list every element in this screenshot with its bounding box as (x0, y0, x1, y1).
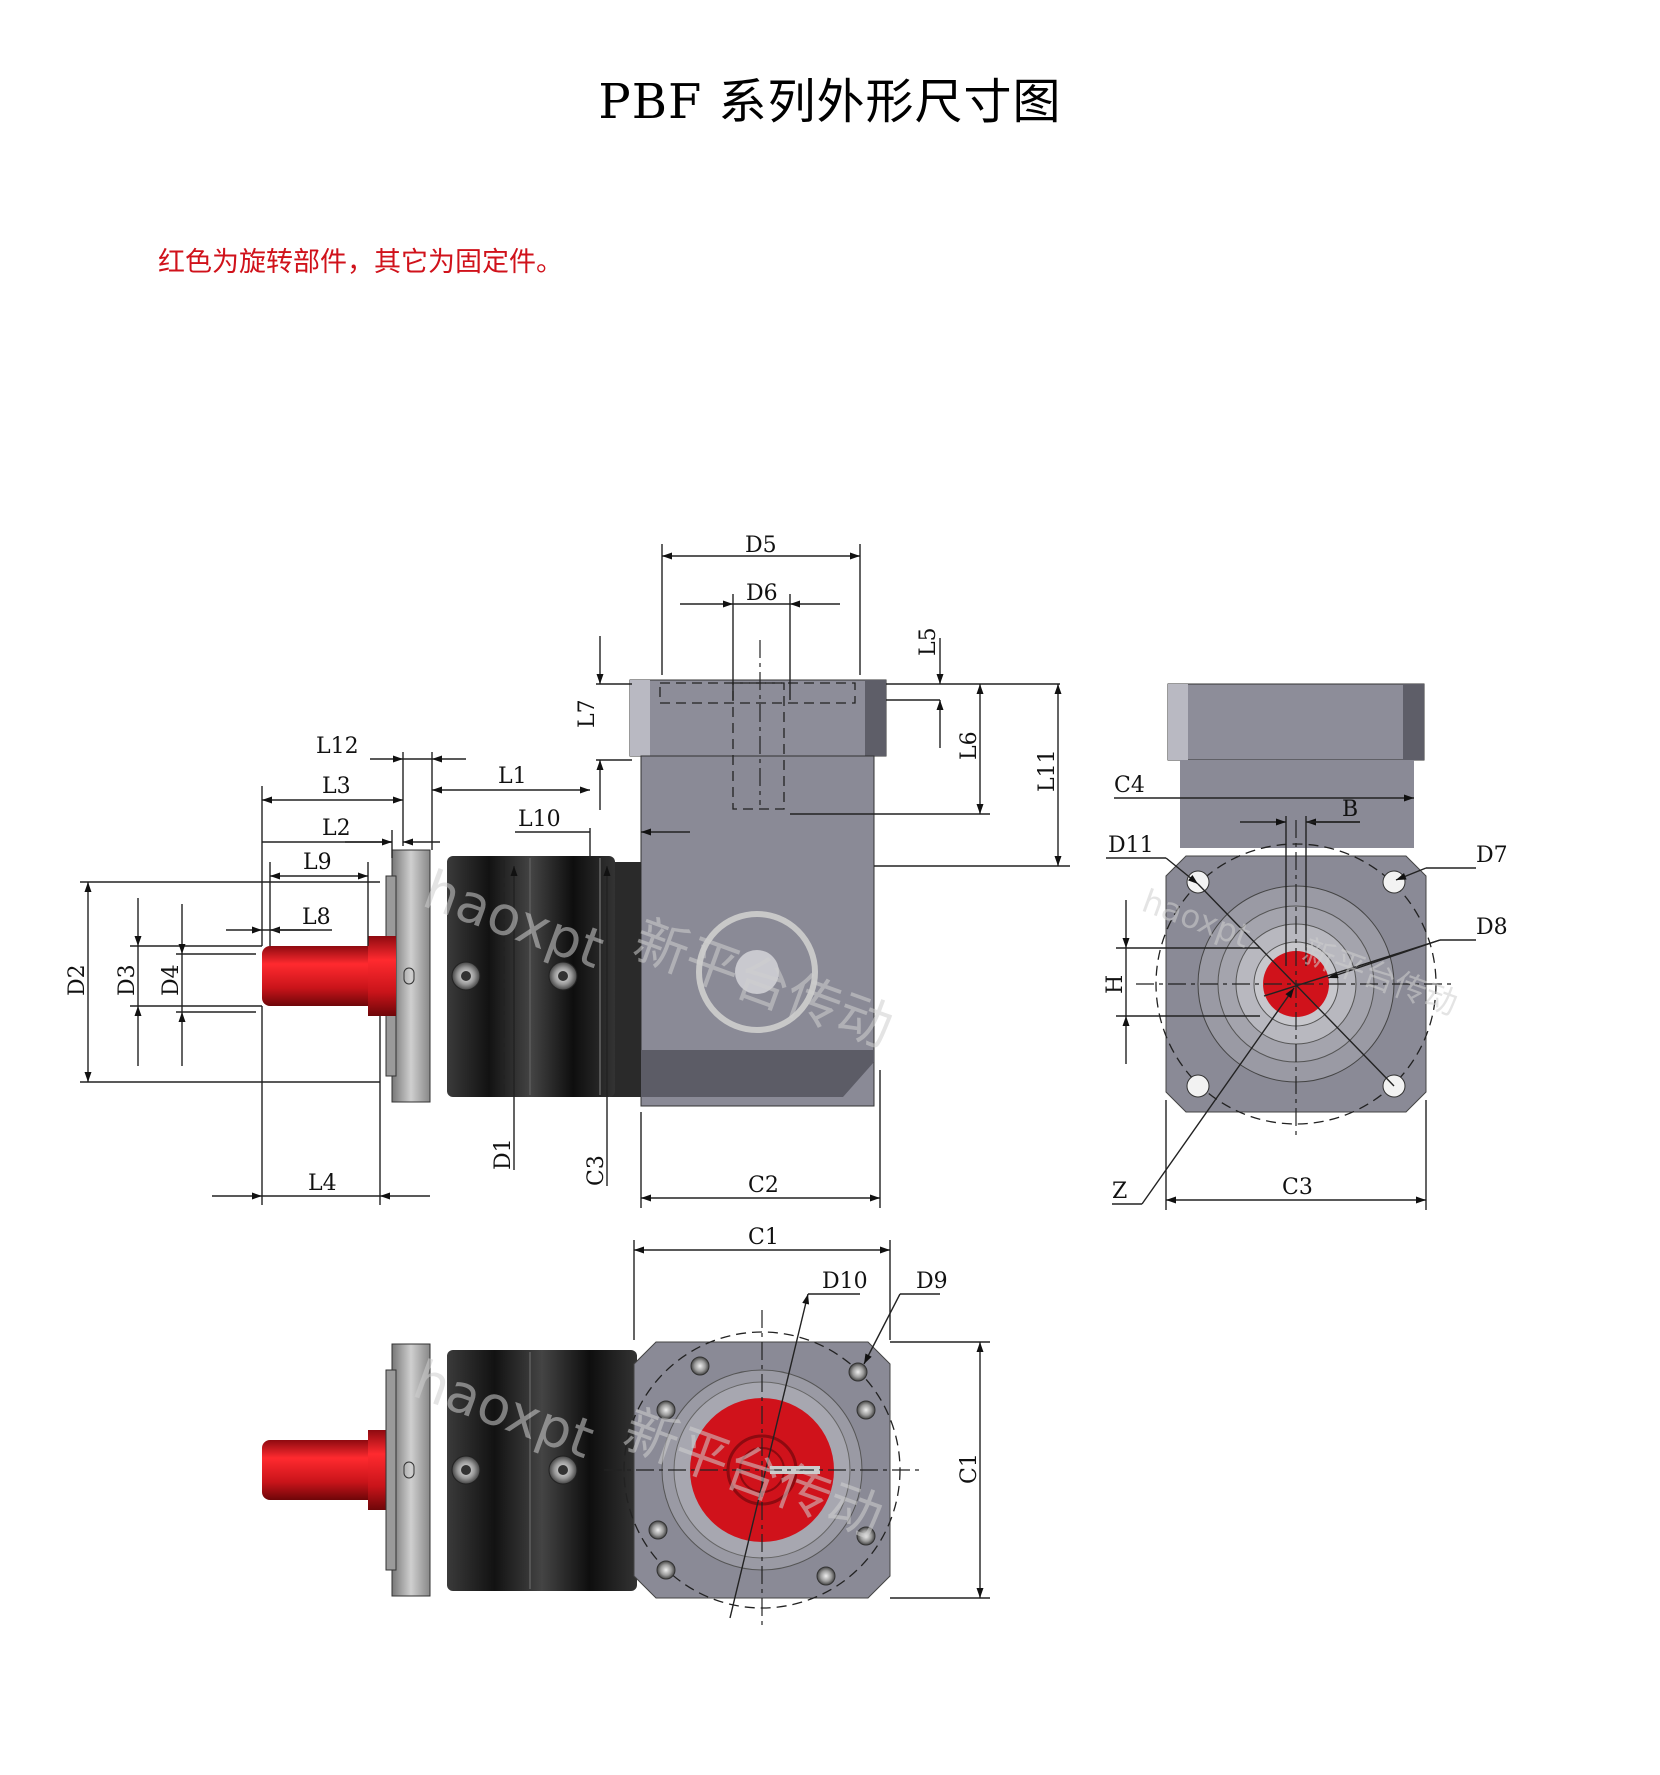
dim-label-c2: C2 (748, 1173, 779, 1198)
dim-label-l1: L1 (498, 764, 527, 789)
input-plate (391, 849, 431, 1103)
dim-label-d9: D9 (916, 1269, 948, 1294)
dim-label-c3-side: C3 (584, 1155, 609, 1186)
dim-label-d5: D5 (745, 533, 777, 558)
bottom-view: C1 D10 D9 C1 (262, 1225, 990, 1630)
dim-label-d6: D6 (746, 581, 778, 606)
top-flange (629, 679, 887, 757)
dim-label-l6: L6 (957, 731, 982, 760)
dim-label-d11: D11 (1108, 833, 1154, 858)
page-title: PBF 系列外形尺寸图 (598, 74, 1062, 130)
end-view: C4 B D11 D7 D8 H Z C3 (1103, 683, 1508, 1210)
dim-label-l11: L11 (1035, 749, 1060, 792)
dim-label-l10: L10 (518, 807, 561, 832)
dim-label-l3: L3 (322, 774, 351, 799)
dim-label-l7: L7 (575, 699, 600, 728)
dim-label-c1-top: C1 (748, 1225, 779, 1250)
dim-label-l8: L8 (302, 905, 331, 930)
dim-label-d8: D8 (1476, 915, 1508, 940)
dim-label-c1-right: C1 (957, 1453, 982, 1484)
dim-label-l4: L4 (308, 1171, 337, 1196)
dim-label-d7: D7 (1476, 843, 1508, 868)
dim-label-c3-end: C3 (1282, 1175, 1313, 1200)
dim-label-l2: L2 (322, 816, 351, 841)
dim-label-z: Z (1112, 1179, 1127, 1204)
dim-label-d4: D4 (159, 964, 184, 996)
dim-label-d10: D10 (822, 1269, 868, 1294)
dim-label-d1: D1 (491, 1138, 516, 1170)
dim-label-d3: D3 (115, 964, 140, 996)
dim-label-b: B (1342, 797, 1358, 822)
dim-label-l5: L5 (916, 627, 941, 656)
dim-label-d2: D2 (65, 964, 90, 996)
color-legend-note: 红色为旋转部件，其它为固定件。 (158, 247, 563, 278)
dim-label-l12: L12 (316, 734, 359, 759)
dim-label-l9: L9 (303, 850, 332, 875)
output-shaft (262, 946, 390, 1006)
dim-label-h: H (1103, 975, 1128, 994)
dim-label-c4: C4 (1114, 773, 1145, 798)
side-view: D5 D6 L5 L7 L6 L11 (65, 533, 1070, 1208)
